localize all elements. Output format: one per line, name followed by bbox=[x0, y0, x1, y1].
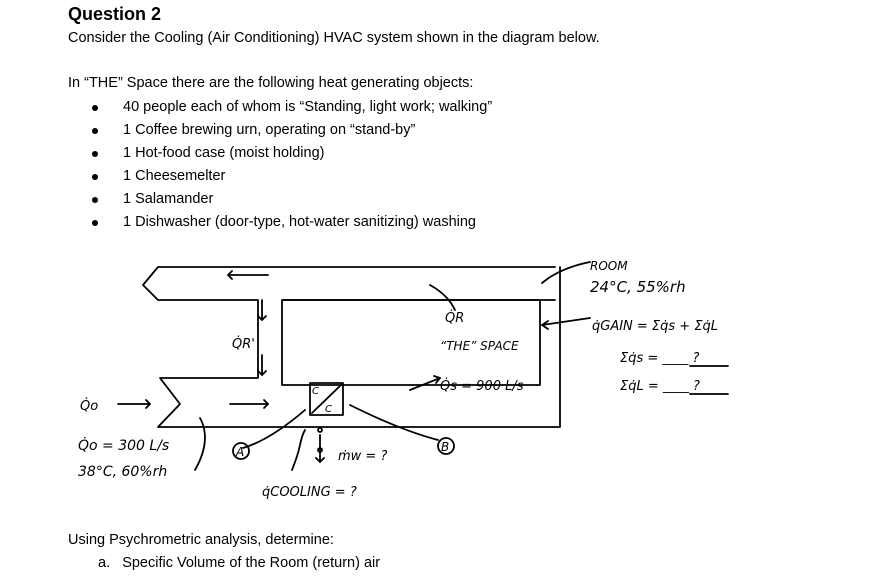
outdoor-brace bbox=[194, 417, 206, 471]
bullet-icon bbox=[92, 197, 98, 203]
coil-label-top: C bbox=[312, 386, 319, 397]
list-item: 1 Hot-food case (moist holding) bbox=[92, 142, 492, 165]
gain-equation: q̇GAIN = Σq̇s + Σq̇L bbox=[592, 319, 718, 334]
list-item: 1 Salamander bbox=[92, 188, 492, 211]
room-leader bbox=[541, 261, 591, 284]
supply-block bbox=[281, 299, 541, 386]
list-item: 1 Dishwasher (door-type, hot-water sanit… bbox=[92, 211, 492, 234]
cooling-load-label: q̇COOLING = ? bbox=[262, 485, 357, 500]
bullet-icon bbox=[92, 151, 98, 157]
qr-prime-label: Q̇R' bbox=[232, 337, 255, 352]
list-item: 1 Coffee brewing urn, operating on “stan… bbox=[92, 119, 492, 142]
object-text: 1 Hot-food case (moist holding) bbox=[123, 145, 325, 161]
condensate-label: ṁw = ? bbox=[338, 449, 387, 464]
qo-value: Q̇o = 300 L/s bbox=[78, 437, 169, 454]
task-item: a. Specific Volume of the Room (return) … bbox=[98, 555, 380, 571]
point-a-circle bbox=[232, 442, 250, 460]
hvac-diagram: ROOM 24°C, 55%rh q̇GAIN = Σq̇s + Σq̇L Σq… bbox=[78, 259, 729, 500]
qs-value: Q̇s = 900 L/s bbox=[440, 379, 524, 394]
object-text: 1 Coffee brewing urn, operating on “stan… bbox=[123, 122, 416, 138]
qo-label: Q̇o bbox=[80, 399, 98, 414]
bullet-icon bbox=[92, 174, 98, 180]
point-b-label: B bbox=[441, 440, 449, 454]
coil-label-bottom: C bbox=[325, 404, 332, 415]
point-b-circle bbox=[437, 437, 455, 455]
qr-leader bbox=[429, 284, 456, 311]
the-space-label: “THE” SPACE bbox=[440, 339, 519, 353]
bullet-icon bbox=[92, 220, 98, 226]
task-label: a. bbox=[98, 555, 111, 571]
list-item: 40 people each of whom is “Standing, lig… bbox=[92, 96, 492, 119]
room-conditions: 24°C, 55%rh bbox=[590, 278, 686, 296]
task-text: Specific Volume of the Room (return) air bbox=[122, 555, 381, 571]
point-a-label: A bbox=[235, 445, 244, 459]
space-description: In “THE” Space there are the following h… bbox=[68, 75, 474, 91]
object-text: 1 Cheesemelter bbox=[123, 168, 226, 184]
object-text: 1 Salamander bbox=[123, 191, 214, 207]
heat-objects-list: 40 people each of whom is “Standing, lig… bbox=[92, 96, 492, 234]
room-label: ROOM bbox=[590, 259, 628, 273]
outdoor-conditions: 38°C, 60%rh bbox=[78, 464, 167, 480]
gain-leader bbox=[541, 317, 591, 326]
duct-outline bbox=[142, 266, 561, 428]
object-text: 40 people each of whom is “Standing, lig… bbox=[123, 99, 493, 115]
bullet-icon bbox=[92, 105, 98, 111]
list-item: 1 Cheesemelter bbox=[92, 165, 492, 188]
supply-arrow bbox=[409, 377, 441, 391]
bullet-icon bbox=[92, 128, 98, 134]
question-intro: Consider the Cooling (Air Conditioning) … bbox=[68, 30, 600, 46]
cooling-wave bbox=[291, 429, 306, 471]
qr-label: Q̇R bbox=[445, 311, 464, 326]
object-text: 1 Dishwasher (door-type, hot-water sanit… bbox=[123, 214, 476, 230]
task-intro: Using Psychrometric analysis, determine: bbox=[68, 532, 334, 548]
point-a-leader bbox=[242, 409, 306, 449]
point-b-leader bbox=[349, 404, 439, 441]
sensible-sum: Σq̇s = ____ ? bbox=[620, 351, 700, 366]
latent-sum: Σq̇L = ____ ? bbox=[620, 379, 700, 394]
cooling-coil bbox=[309, 382, 344, 416]
question-title: Question 2 bbox=[68, 4, 162, 24]
